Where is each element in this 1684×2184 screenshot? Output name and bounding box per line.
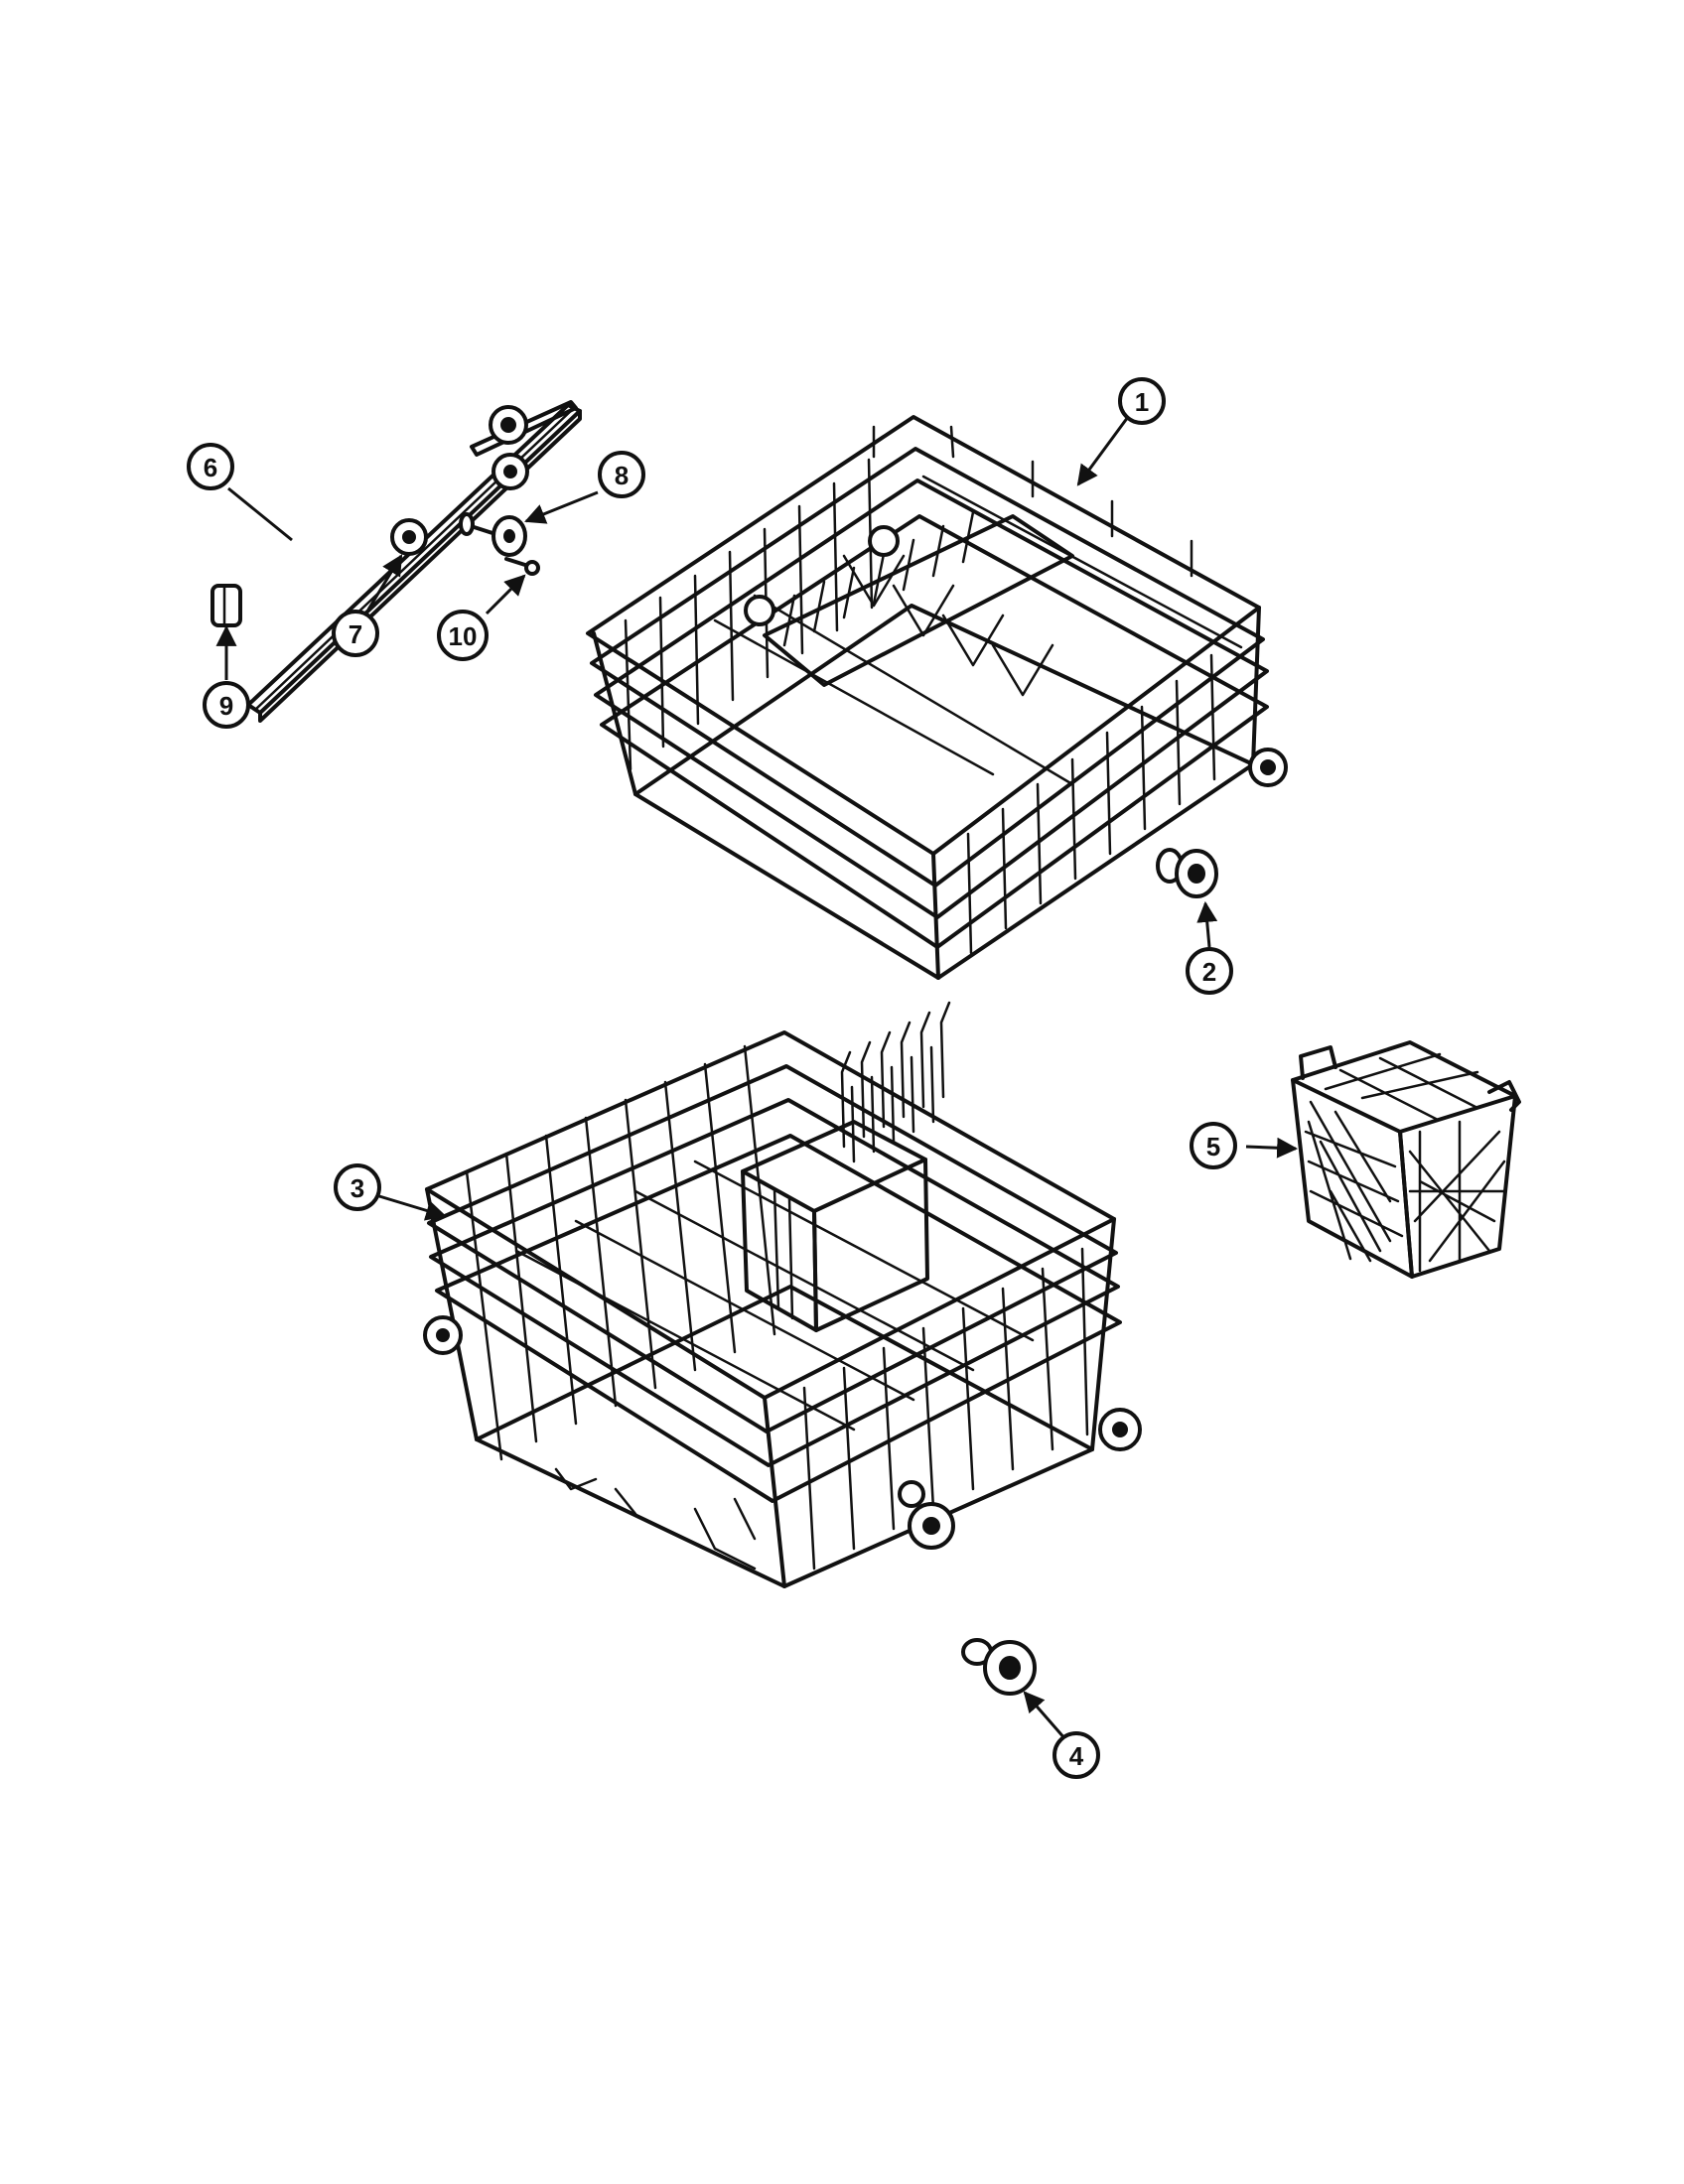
callout-9-label: 9 xyxy=(219,691,233,721)
rail-assembly xyxy=(246,400,582,723)
callout-6-label: 6 xyxy=(204,453,217,482)
callout-10: 10 xyxy=(437,610,489,661)
callout-5-label: 5 xyxy=(1206,1132,1220,1161)
callout-1: 1 xyxy=(1118,377,1166,425)
callout-3-label: 3 xyxy=(351,1173,364,1203)
upper-rack xyxy=(586,415,1288,980)
callout-2-label: 2 xyxy=(1202,957,1216,987)
callout-7-label: 7 xyxy=(349,619,362,649)
callout-10-label: 10 xyxy=(449,621,478,651)
callout-6: 6 xyxy=(187,443,234,490)
lower-rack xyxy=(423,1001,1142,1588)
rack-stop xyxy=(459,512,527,557)
callout-9: 9 xyxy=(203,681,250,729)
leader-lines xyxy=(215,416,1299,1740)
callout-3: 3 xyxy=(334,1163,381,1211)
callout-8: 8 xyxy=(598,451,645,498)
callout-5: 5 xyxy=(1190,1122,1237,1169)
end-cap xyxy=(210,584,242,627)
callout-4: 4 xyxy=(1052,1731,1100,1779)
callout-8-label: 8 xyxy=(615,461,629,490)
lower-roller xyxy=(961,1638,1037,1696)
upper-roller xyxy=(1156,848,1218,898)
silverware-basket xyxy=(1291,1040,1521,1279)
callout-7: 7 xyxy=(332,610,379,657)
callout-4-label: 4 xyxy=(1069,1741,1084,1771)
callout-2: 2 xyxy=(1186,947,1233,995)
screw xyxy=(504,557,540,576)
callout-1-label: 1 xyxy=(1135,387,1149,417)
